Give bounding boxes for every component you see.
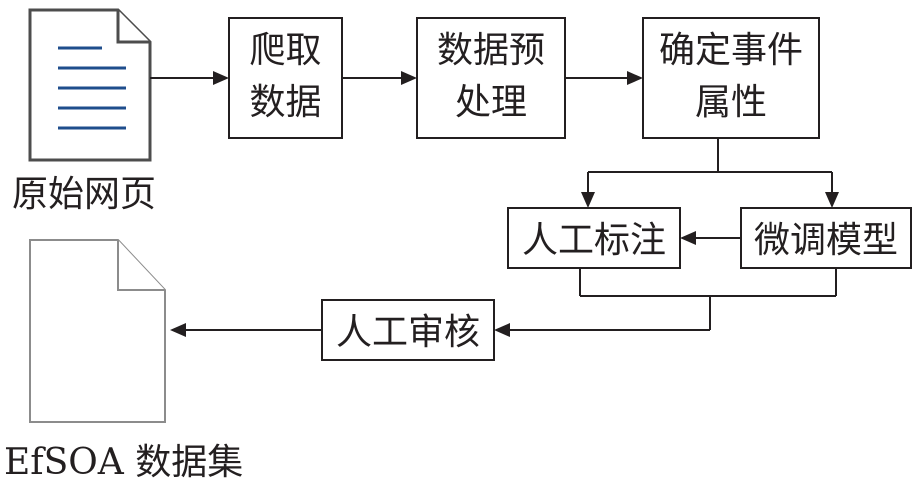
- step-attributes-line-2: 属性: [695, 82, 767, 123]
- dataset-label: EfSOA 数据集: [4, 442, 243, 482]
- arrow-attributes-split: [581, 138, 839, 208]
- arrow-source-to-crawl: [150, 71, 229, 85]
- step-crawl-line-1: 爬取: [249, 30, 321, 71]
- step-preprocess-line-2: 处理: [455, 82, 527, 123]
- step-attributes-line-1: 确定事件: [659, 30, 803, 71]
- arrow-preprocess-to-attributes: [565, 71, 643, 85]
- arrow-finetune-to-annotation: [680, 231, 741, 245]
- step-preprocess-line-1: 数据预: [437, 30, 545, 71]
- step-crawl-line-2: 数据: [249, 82, 321, 123]
- arrow-crawl-to-preprocess: [342, 71, 417, 85]
- step-box-finetune: 微调模型: [740, 207, 912, 269]
- step-box-preprocess: 数据预 处理: [416, 17, 566, 139]
- step-box-attributes: 确定事件 属性: [642, 17, 820, 139]
- step-box-manual-annotation: 人工标注: [507, 207, 681, 269]
- document-icon-source: [28, 8, 152, 162]
- source-document-label: 原始网页: [12, 174, 156, 215]
- step-finetune-label: 微调模型: [754, 220, 898, 261]
- step-box-manual-review: 人工审核: [321, 299, 495, 361]
- arrow-review-to-dataset: [170, 323, 322, 337]
- arrow-merge-to-review: [494, 268, 837, 337]
- step-manual-annotation-label: 人工标注: [522, 220, 666, 261]
- step-box-crawl: 爬取 数据: [228, 17, 343, 139]
- step-manual-review-label: 人工审核: [336, 312, 480, 353]
- document-icon-dataset: [29, 239, 166, 423]
